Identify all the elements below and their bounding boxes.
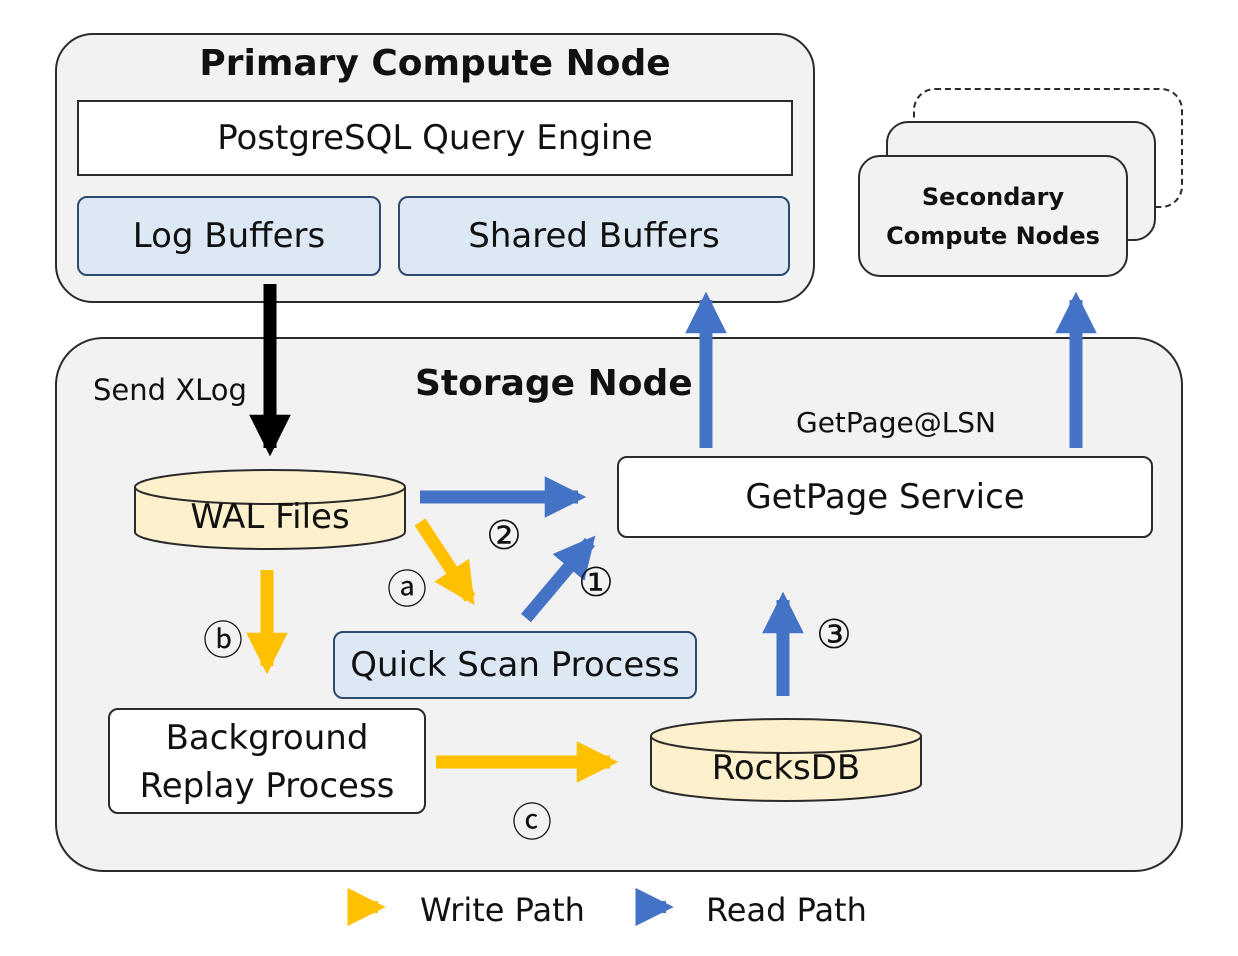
secondary-line2: Compute Nodes [886, 222, 1100, 250]
step-2-label: ② [486, 513, 522, 559]
getpage-lsn-label: GetPage@LSN [796, 406, 997, 439]
step-1-label: ① [578, 560, 614, 606]
wal-files-cylinder [134, 469, 406, 550]
replay-line1: Background [165, 718, 369, 758]
storage-node-title: Storage Node [415, 363, 693, 404]
send-xlog-label: Send XLog [93, 373, 247, 407]
secondary-line1: Secondary [921, 183, 1065, 211]
getpage-service: GetPage Service [617, 456, 1153, 538]
step-3-label: ③ [816, 612, 852, 658]
background-replay-process [108, 708, 426, 814]
legend-read-label: Read Path [706, 891, 867, 929]
legend-write-label: Write Path [420, 891, 585, 929]
rocksdb-cylinder [650, 718, 922, 802]
replay-line2: Replay Process [139, 766, 395, 806]
quickscan-to-getpage-arrow [521, 535, 596, 623]
primary-node-title: Primary Compute Node [199, 43, 671, 84]
step-c-label: ⓒ [512, 800, 552, 846]
wal-to-quickscan-arrow [414, 518, 476, 605]
secondary-compute-nodes [858, 155, 1128, 277]
log-buffers: Log Buffers [77, 196, 381, 276]
quick-scan-process: Quick Scan Process [333, 631, 697, 699]
step-a-label: ⓐ [387, 567, 427, 613]
shared-buffers: Shared Buffers [398, 196, 790, 276]
postgresql-query-engine: PostgreSQL Query Engine [77, 100, 793, 176]
wal-files-label: WAL Files [190, 497, 350, 537]
step-b-label: ⓑ [203, 618, 243, 664]
rocksdb-label: RocksDB [711, 748, 861, 788]
